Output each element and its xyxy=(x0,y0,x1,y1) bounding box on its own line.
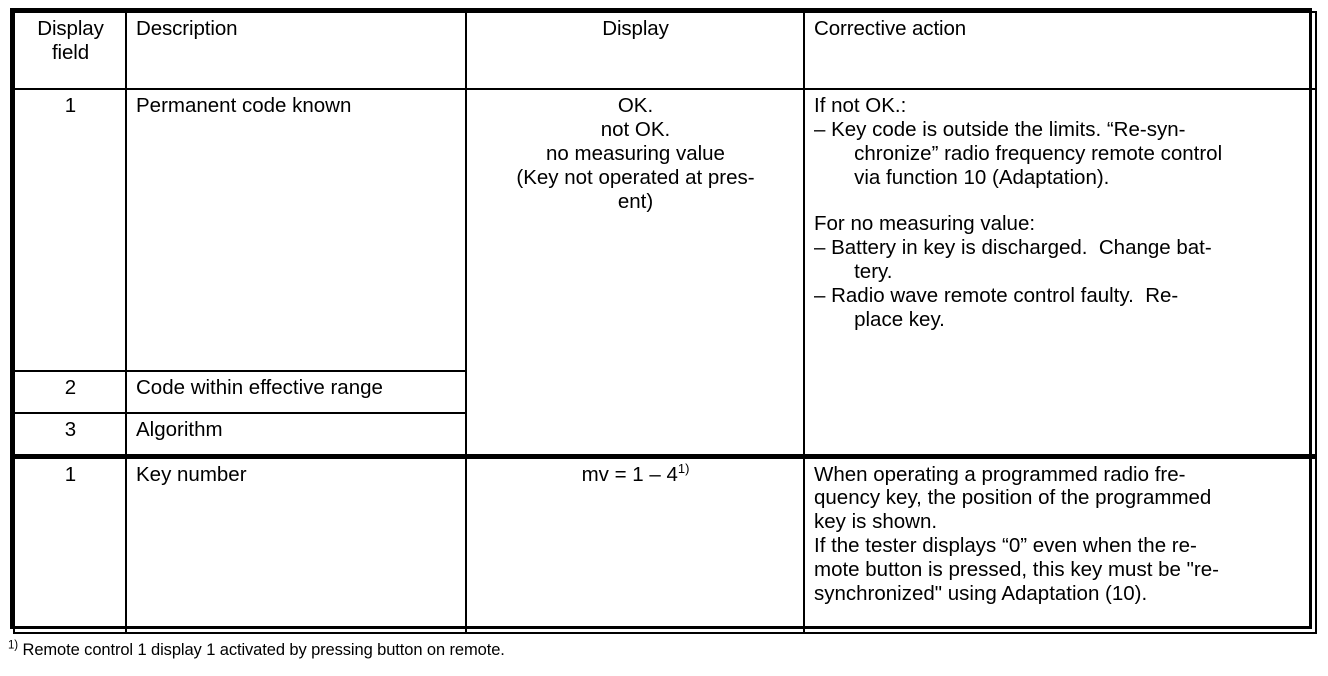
cell-description: Algorithm xyxy=(125,412,467,457)
cell-display-field: 3 xyxy=(13,412,127,457)
display-formula: mv = 1 – 4 xyxy=(581,462,678,486)
corrective-block-not-ok: If not OK.: – Key code is outside the li… xyxy=(814,94,1307,190)
corrective-paragraph: If the tester displays “0” even when the… xyxy=(814,534,1219,606)
corrective-list-item: – Battery in key is discharged. Change b… xyxy=(814,235,1212,283)
display-line: ent) xyxy=(617,189,654,213)
display-line: no measuring value xyxy=(546,141,725,165)
table-row: 3 Algorithm xyxy=(13,412,1316,457)
column-header-display: Display xyxy=(465,11,805,90)
display-line: (Key not operated at pres- xyxy=(516,165,755,189)
cell-corrective-action-merged: If not OK.: – Key code is outside the li… xyxy=(803,88,1317,457)
block-spacer xyxy=(814,190,1307,212)
footnote-text: Remote control 1 display 1 activated by … xyxy=(18,641,505,659)
column-header-display-field: Display field xyxy=(13,11,127,90)
cell-description: Permanent code known xyxy=(125,88,467,372)
header-row: Display field Description Display Correc… xyxy=(13,11,1317,90)
corrective-list-item: – Radio wave remote control faulty. Re- … xyxy=(814,283,1179,331)
display-line: not OK. xyxy=(600,117,671,141)
column-header-corrective-action: Corrective action xyxy=(803,11,1317,90)
table-row: 1 Key number mv = 1 – 41) When operating… xyxy=(13,453,1317,634)
cell-display: mv = 1 – 41) xyxy=(465,453,805,634)
cell-display-merged: OK. not OK. no measuring value (Key not … xyxy=(465,88,805,457)
corrective-paragraph: When operating a programmed radio fre- q… xyxy=(814,462,1212,534)
corrective-block-no-measuring-value: For no measuring value: – Battery in key… xyxy=(814,212,1307,332)
cell-description: Code within effective range xyxy=(125,370,467,414)
cell-display-field: 1 xyxy=(13,88,127,372)
table-row: 1 Permanent code known OK. not OK. no me… xyxy=(13,88,1317,457)
corrective-block-title: If not OK.: xyxy=(814,94,907,117)
cell-display-field: 1 xyxy=(13,453,127,634)
diagnostic-table-wrapper: Display field Description Display Correc… xyxy=(10,8,1317,634)
cell-corrective-action: When operating a programmed radio fre- q… xyxy=(803,453,1317,634)
footnote: 1) Remote control 1 display 1 activated … xyxy=(8,639,505,660)
table-row: 2 Code within effective range xyxy=(13,370,1316,414)
cell-description: Key number xyxy=(125,453,467,634)
table-body: 1 Permanent code known OK. not OK. no me… xyxy=(13,88,1317,634)
table-header: Display field Description Display Correc… xyxy=(13,11,1317,90)
corrective-list-item: – Key code is outside the limits. “Re-sy… xyxy=(814,117,1223,189)
footnote-mark: 1) xyxy=(8,639,19,652)
cell-display-field: 2 xyxy=(13,370,127,414)
display-line: OK. xyxy=(617,94,654,117)
column-header-description: Description xyxy=(125,11,467,90)
diagnostic-table: Display field Description Display Correc… xyxy=(13,11,1317,634)
corrective-block-title: For no measuring value: xyxy=(814,211,1036,235)
display-formula-footnote-mark: 1) xyxy=(677,460,690,476)
